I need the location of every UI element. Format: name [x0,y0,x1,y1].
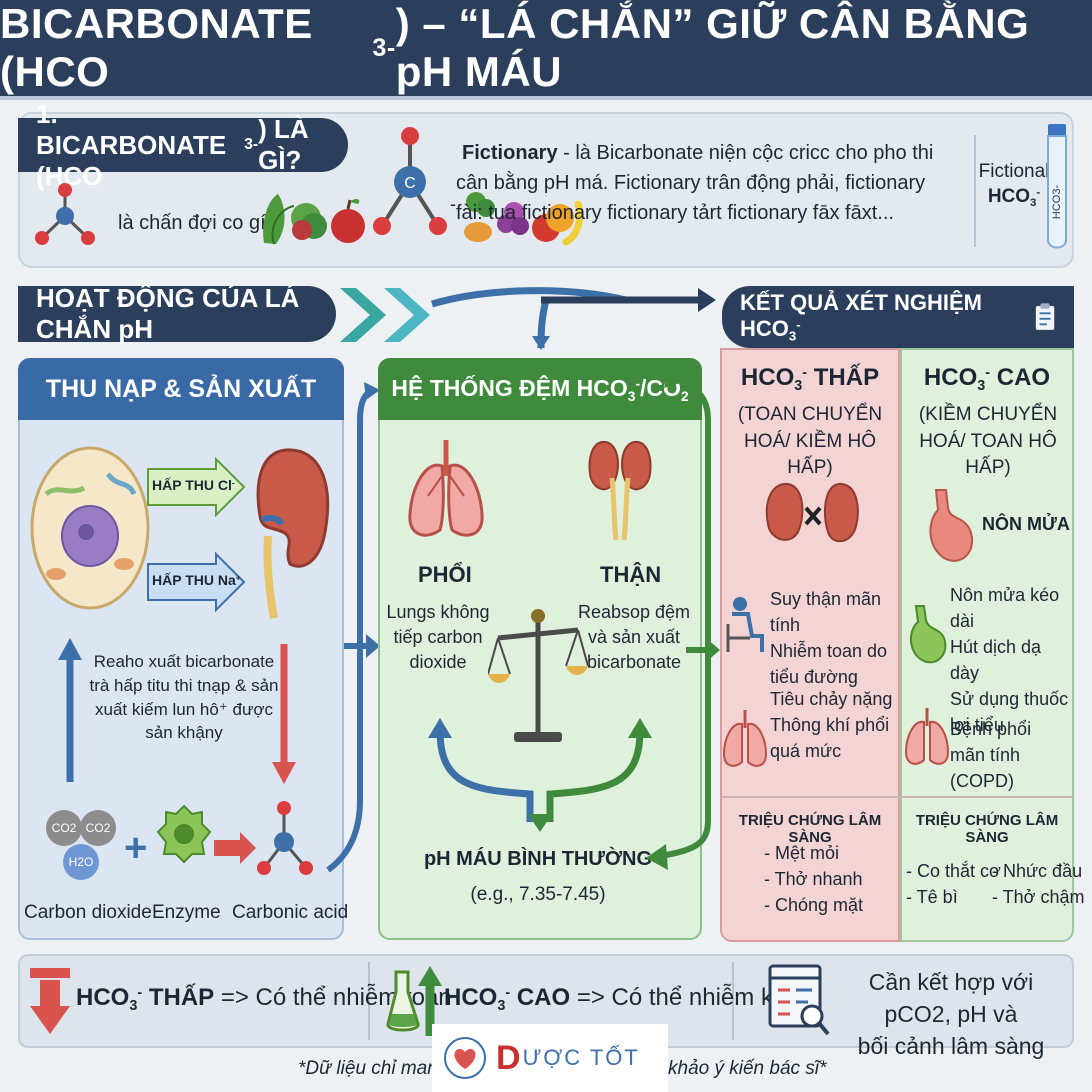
flask-arrow-up-icon [386,966,442,1036]
patient-icon [726,597,764,652]
footer-divider-1 [368,962,370,1040]
footer-combine-text: Cần kết hợp với pCO2, pH và bối cảnh lâm… [857,969,1045,1060]
test-tube-icon: HCO3- [1047,124,1067,249]
fruits-icon [464,192,584,246]
food-text: là chấn đợi co gí: [118,212,272,234]
brand-name: ƯỢC TỐT [522,1045,640,1070]
divider-line [974,135,976,247]
normal-ph-title: pH MÁU BÌNH THƯỜNG [423,848,653,870]
buffer-heading: HỆ THỐNG ĐỆM HCO3-/CO2 [378,358,702,420]
vegetables-icon [263,194,365,245]
high-causes-1: Nôn mửa kéo dài Hút dịch dạ dày Sử dụng … [950,585,1069,736]
svg-text:-: - [450,194,456,214]
clipboard-icon [1035,303,1055,330]
brand-d-letter: D [496,1038,521,1077]
footer-high-text: HCO3- CAO => Có thể nhiễm kiềm [444,984,812,1015]
enzyme-icon [156,804,212,864]
kidneys-icon [588,440,652,541]
brand-logo: D ƯỢC TỐT [432,1024,668,1092]
intake-heading: THU NẠP & SẢN XUẤT [18,358,344,420]
flow-arrows-left [326,382,380,873]
low-title: HCO3- THẤP [740,364,880,395]
low-panel [720,348,900,942]
label-enzyme: Enzyme [152,902,221,923]
kidney-icon [256,448,330,619]
absorb-na-label: HẤP THU Na [152,572,236,588]
low-subtitle: (TOAN CHUYỂN HOÁ/ KIỀM HÔ HẤP) [737,404,883,479]
absorb-cl-label: HẤP THU Cl [152,477,232,493]
normal-ph-range: (e.g., 7.35-7.45) [470,884,606,905]
kidney-title: THẬN [600,562,662,587]
low-symptoms: - Mệt mỏi - Thở nhanh - Chóng mặt [764,843,864,916]
tube-vertical-label: HCO3- [1051,185,1063,220]
absorb-cl-arrow: HẤP THU Cl- [146,457,246,517]
lung-title: PHỔI [418,562,472,587]
intake-flow-arrows [58,638,296,784]
high-symptoms-left: - Co thắt cơ - Tê bì [906,861,1001,908]
low-causes-2: Tiêu chảy nặng Thông khí phổi quá mức [770,689,893,762]
carbonic-acid-icon [257,801,313,875]
stomach-small-icon [910,605,947,664]
buffer-flow-arrows [428,718,652,832]
arrow-right-icon [214,832,256,864]
results-divider [722,796,1072,798]
balance-scale-icon [488,609,588,742]
lungs-small-icon-right [904,708,950,765]
arrow-down-icon [30,968,70,1034]
cell-icon [30,446,150,610]
co2-h2o-molecules-icon: CO2 CO2 H2O [46,810,116,880]
stomach-icon [929,489,974,562]
lungs-small-icon-left [722,710,768,767]
document-search-icon [768,964,830,1036]
low-causes-1: Suy thận mãn tính Nhiễm toan do tiểu đườ… [770,589,888,688]
carbon-letter: C [404,175,416,192]
low-symptoms-title: TRIỆU CHỨNG LÂM SÀNG [738,812,882,846]
svg-text:H2O: H2O [69,855,94,869]
bicarbonate-molecule-icon: C - [373,127,456,235]
chevron-arrows-icon [340,287,716,350]
svg-text:CO2: CO2 [52,821,77,835]
lung-text: Lungs không tiếp carbon dioxide [386,602,490,673]
svg-text:CO2: CO2 [86,821,111,835]
plus-icon: + [124,826,148,870]
kidney-text: Reabsop đệm và sản xuất bicarbonate [577,602,691,673]
lungs-icon [408,440,484,537]
section3-heading: KẾT QUẢ XÉT NGHIỆM HCO3- [722,286,1074,348]
disclaimer-right: khảo ý kiến bác sĩ* [668,1058,827,1079]
section2-heading: HOẠT ĐỘNG CỦA LÁ CHẮN pH [18,283,336,344]
label-carbon-dioxide: Carbon dioxide [24,902,152,923]
high-subtitle: (KIỀM CHUYỂN HOÁ/ TOAN HÔ HẤP) [918,404,1058,479]
high-title: HCO3- CAO [923,364,1051,395]
flow-arrows-right [646,366,720,870]
molecule-small-icon [35,183,95,245]
footer-divider-2 [732,962,734,1040]
brand-heart-icon [444,1037,486,1079]
absorb-na-arrow: HẤP THU Na+ [146,552,246,612]
high-causes-2: Bệnh phổi mãn tính (COPD) [950,719,1032,792]
kidney-cross-icon [765,482,859,542]
label-carbonic-acid: Carbonic acid [232,902,349,923]
high-symptoms-right: - Nhức đầu - Thở chậm [992,861,1085,908]
vomit-label: NÔN MỬA [982,514,1070,534]
intake-note: Reaho xuất bicarbonate trà hấp titu thi … [89,652,279,743]
disclaimer-left: *Dữ liệu chỉ mang [298,1058,449,1079]
tube-label: Fictional HCO3- [978,161,1050,209]
high-symptoms-title: TRIỆU CHỨNG LÂM SÀNG [915,812,1059,846]
section1-description: Fictionary - là Bicarbonate niện cộc cri… [456,142,934,224]
